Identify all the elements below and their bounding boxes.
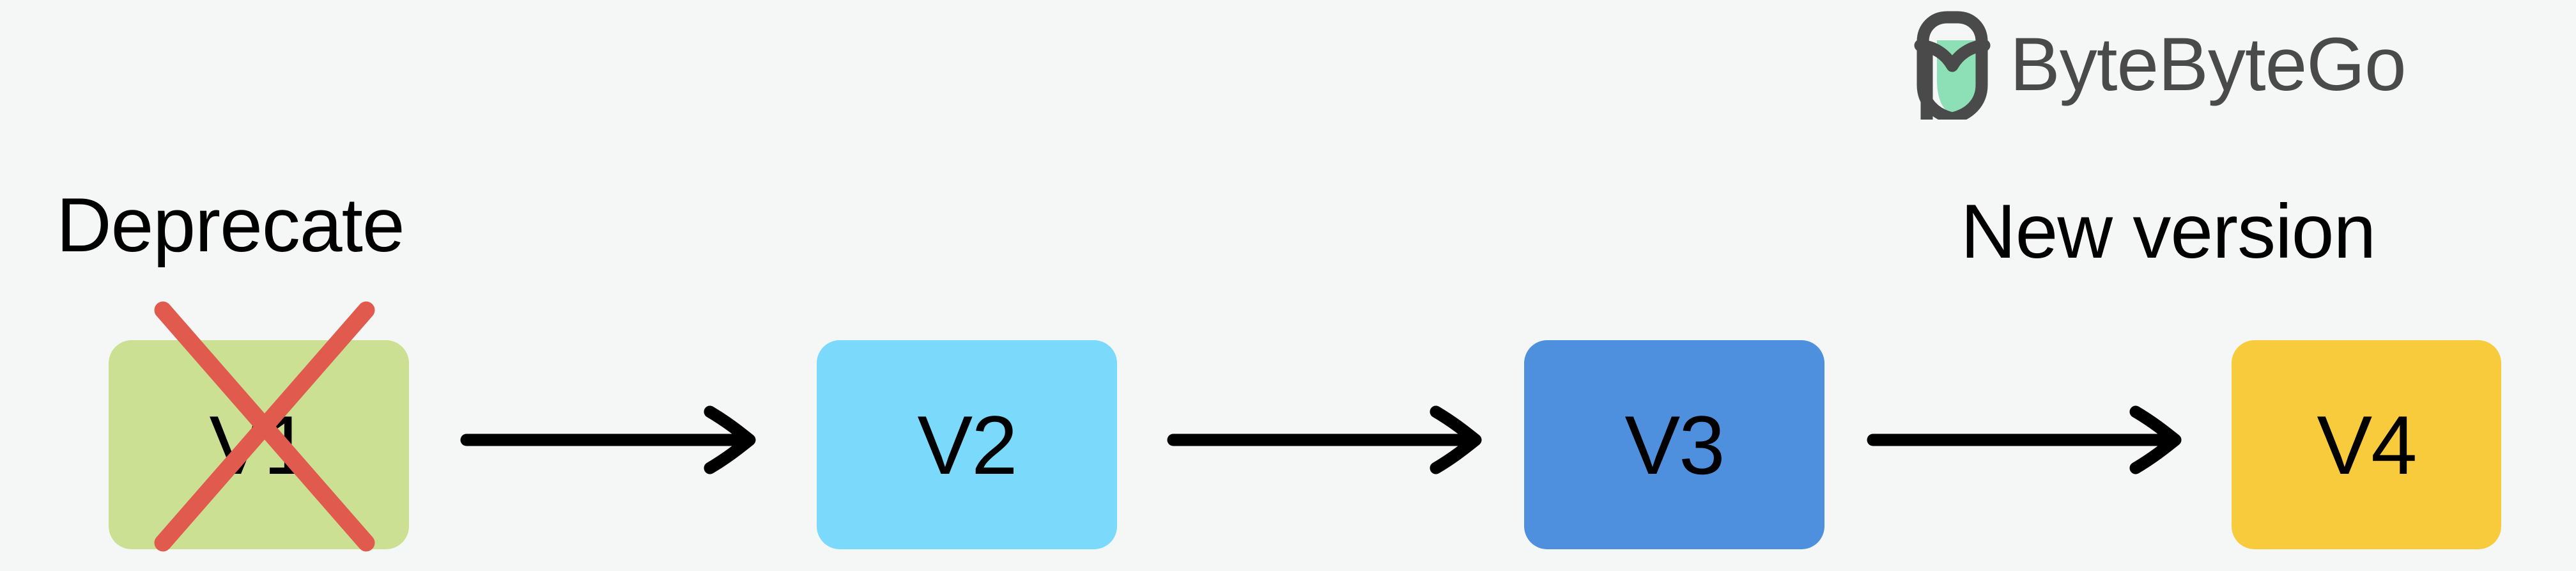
version-node-v1-label: V1: [209, 398, 309, 492]
bytebytego-logo: ByteByteGo: [1914, 8, 2407, 121]
version-node-v2[interactable]: V2: [817, 340, 1117, 549]
version-node-v3-label: V3: [1624, 398, 1725, 492]
bytebytego-wordmark: ByteByteGo: [2010, 22, 2407, 107]
version-node-v4[interactable]: V4: [2232, 340, 2501, 549]
bytebytego-logo-mark: [1914, 10, 1991, 120]
new-version-annotation-label: New version: [1961, 189, 2376, 274]
version-node-v1[interactable]: V1: [109, 340, 409, 549]
version-node-v4-label: V4: [2317, 398, 2417, 492]
version-node-v3[interactable]: V3: [1524, 340, 1824, 549]
deprecate-annotation-label: Deprecate: [56, 182, 405, 268]
version-node-v2-label: V2: [917, 398, 1017, 492]
